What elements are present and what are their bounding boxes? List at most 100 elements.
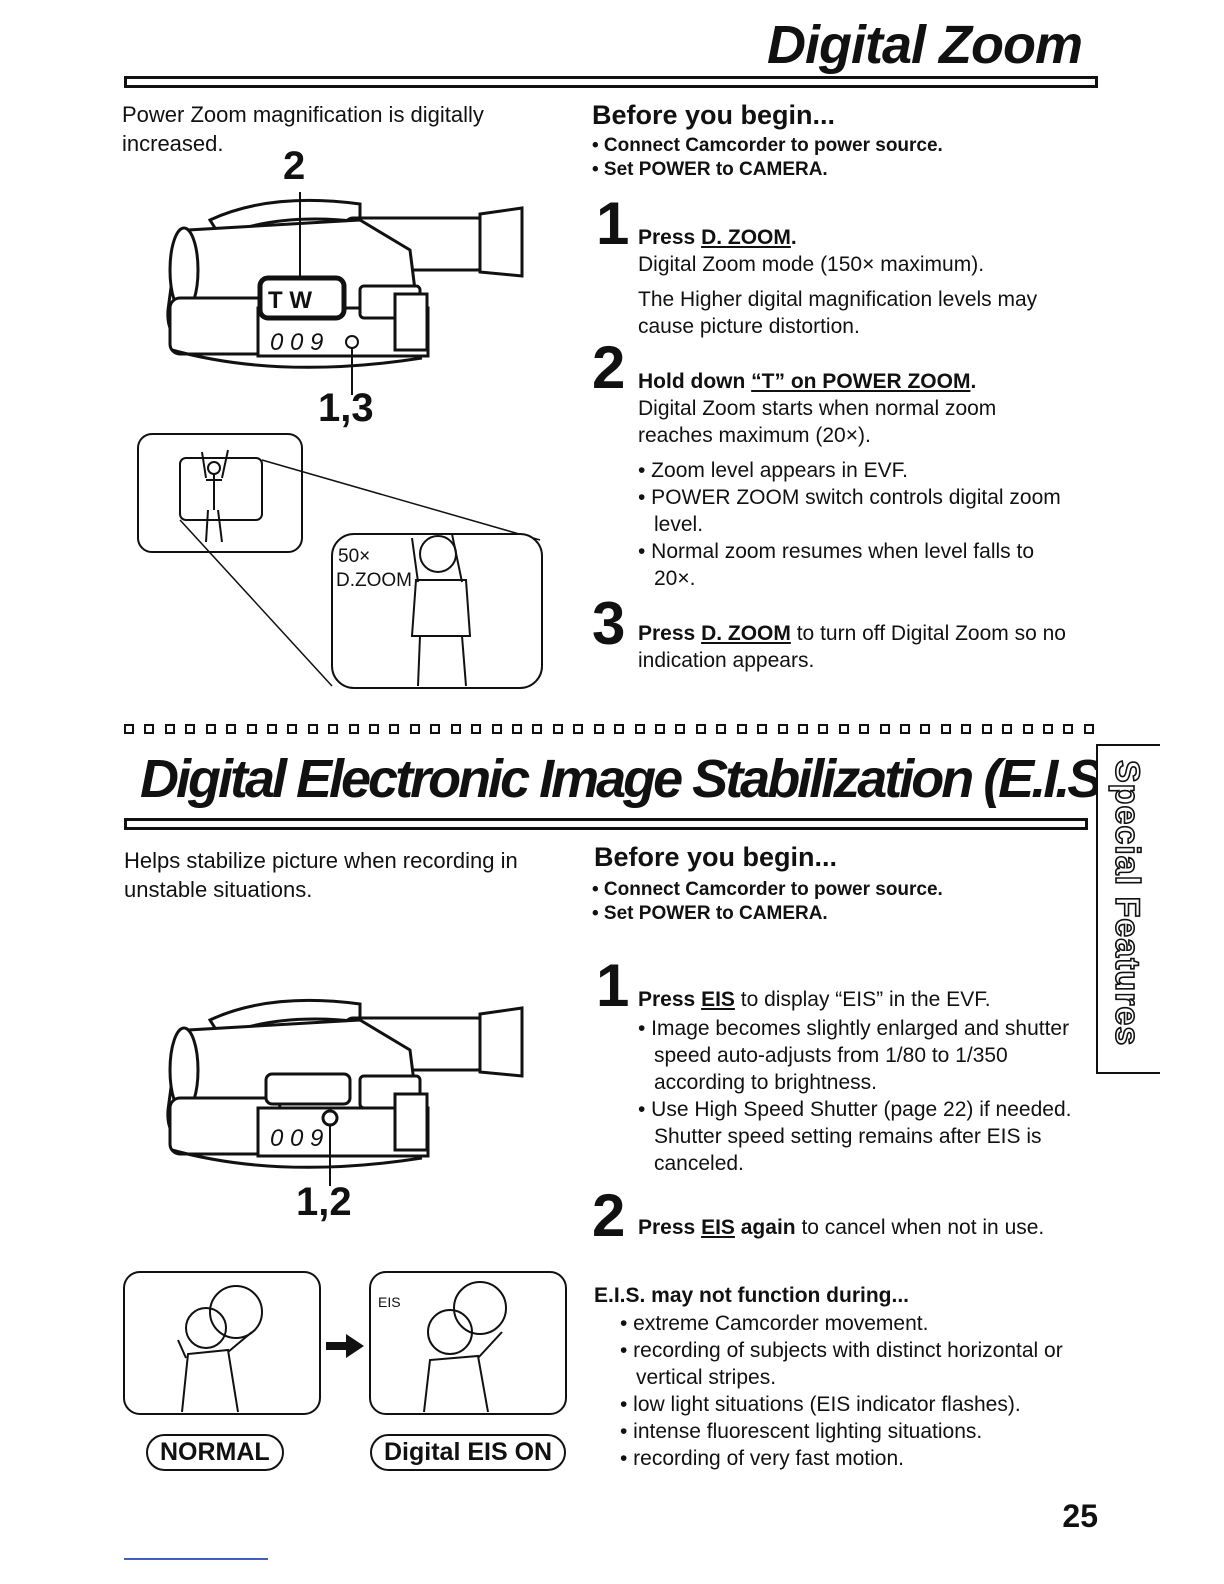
divider-dot [879,724,890,734]
side-tab-special-features: Special Features [1096,744,1160,1074]
divider-dot [348,724,359,734]
divider-dot [144,724,155,734]
evf-dzoom-indicator: D.ZOOM [336,570,412,591]
divider-dot [328,724,339,734]
divider-dot [777,724,788,734]
divider-dot [818,724,829,734]
digital-eis-on-label: Digital EIS ON [370,1434,567,1471]
divider-dot [491,724,502,734]
list-item: • recording of very fast motion. [620,1447,904,1470]
divider-dot [920,724,931,734]
zoom-step-2-number: 2 [592,334,626,401]
eis-step-1-number: 1 [596,952,630,1019]
eis-step-2-number: 2 [592,1182,626,1249]
divider-dot [287,724,298,734]
footer-rule [124,1558,268,1560]
divider-dot [266,724,277,734]
zoom-step-1-number: 1 [596,190,630,257]
zoom-step-3-number: 3 [592,590,626,657]
d-zoom-key: D. ZOOM [701,226,791,249]
zoom-step-3: Press D. ZOOM to turn off Digital Zoom s… [638,622,1066,672]
eis-step-1-bullets: • Image becomes slightly enlarged and sh… [638,1015,1078,1177]
step-line: Digital Zoom starts when normal zoom rea… [638,397,997,447]
prereq-item: • Set POWER to CAMERA. [592,903,828,924]
tw-switch-label: T W [268,287,312,314]
divider-dot [450,724,461,734]
divider-dot [185,724,196,734]
divider-dot [226,724,237,734]
divider-dot [205,724,216,734]
divider-dot [900,724,911,734]
power-zoom-key: “T” on POWER ZOOM [751,370,971,393]
divider-dot [593,724,604,734]
page-number: 25 [1062,1498,1098,1534]
side-tab-label: Special Features [1107,759,1147,1047]
divider-dot [736,724,747,734]
divider-dot [369,724,380,734]
divider-dot [124,724,134,734]
d-zoom-key: D. ZOOM [701,622,791,645]
list-item: • extreme Camcorder movement. [620,1312,929,1335]
divider-dot [471,724,482,734]
divider-dot [654,724,665,734]
evf-zoom-illustration [137,433,543,689]
divider-dot [634,724,645,734]
arrow-icon [326,1334,364,1358]
title-rule [124,818,1088,830]
eis-may-not-heading: E.I.S. may not function during... [594,1284,909,1307]
zoom-prereq-list: • Connect Camcorder to power source. • S… [592,134,943,182]
eis-before-heading: Before you begin... [594,842,838,872]
eis-step-2: Press EIS again to cancel when not in us… [638,1216,1045,1239]
step-line: The Higher digital magnification levels … [638,288,1038,338]
divider-dot [409,724,420,734]
divider-dot [1063,724,1074,734]
divider-dot [532,724,543,734]
divider-dot [164,724,175,734]
divider-dot [797,724,808,734]
eis-prereq-list: • Connect Camcorder to power source. • S… [592,878,943,926]
callout-1-2: 1,2 [296,1180,352,1224]
zoom-step-2: Hold down “T” on POWER ZOOM. Digital Zoo… [638,368,1088,592]
divider-dot [757,724,768,734]
evf-zoom-level: 50× [338,546,371,567]
eis-key: EIS [701,988,735,1011]
divider-dot [552,724,563,734]
section-divider [124,724,1094,740]
normal-view-illustration [123,1271,321,1415]
divider-dot [614,724,625,734]
zoom-step-2-bullets: • Zoom level appears in EVF. • POWER ZOO… [638,457,1068,592]
camcorder-illustration-eis: 0 0 9 [166,998,524,1186]
zoom-before-heading: Before you begin... [592,100,836,130]
divider-dot [246,724,257,734]
tape-counter-glyph: 0 0 9 [270,1125,323,1152]
eis-key: EIS [701,1216,735,1239]
divider-dot [859,724,870,734]
camcorder-illustration: T W 0 0 9 [166,192,524,395]
title-rule [124,76,1098,88]
bullet-item: • Use High Speed Shutter (page 22) if ne… [638,1098,1072,1175]
eis-step-1: Press EIS to display “EIS” in the EVF. •… [638,986,1082,1177]
tape-counter-glyph: 0 0 9 [270,329,323,356]
list-item: • recording of subjects with distinct ho… [620,1339,1063,1389]
eis-may-not-list: • extreme Camcorder movement. • recordin… [620,1310,1090,1472]
bullet-item: • POWER ZOOM switch controls digital zoo… [638,486,1061,536]
prereq-item: • Set POWER to CAMERA. [592,159,828,180]
normal-label: NORMAL [146,1434,284,1471]
section-title-digital-zoom: Digital Zoom [767,15,1083,75]
divider-dot [512,724,523,734]
bullet-item: • Image becomes slightly enlarged and sh… [638,1017,1070,1094]
divider-dot [1083,724,1094,734]
zoom-step-1: Press D. ZOOM. Digital Zoom mode (150× m… [638,224,1088,340]
evf-eis-indicator: EIS [378,1294,401,1310]
divider-dot [716,724,727,734]
prereq-item: • Connect Camcorder to power source. [592,135,943,156]
callout-1-3: 1,3 [318,386,374,430]
divider-dot [389,724,400,734]
divider-dot [430,724,441,734]
divider-dot [1022,724,1033,734]
eis-intro: Helps stabilize picture when recording i… [124,848,518,902]
divider-dot [838,724,849,734]
divider-dot [1002,724,1013,734]
zoom-intro: Power Zoom magnification is digitally in… [122,102,484,156]
step-line: Digital Zoom mode (150× maximum). [638,253,985,276]
